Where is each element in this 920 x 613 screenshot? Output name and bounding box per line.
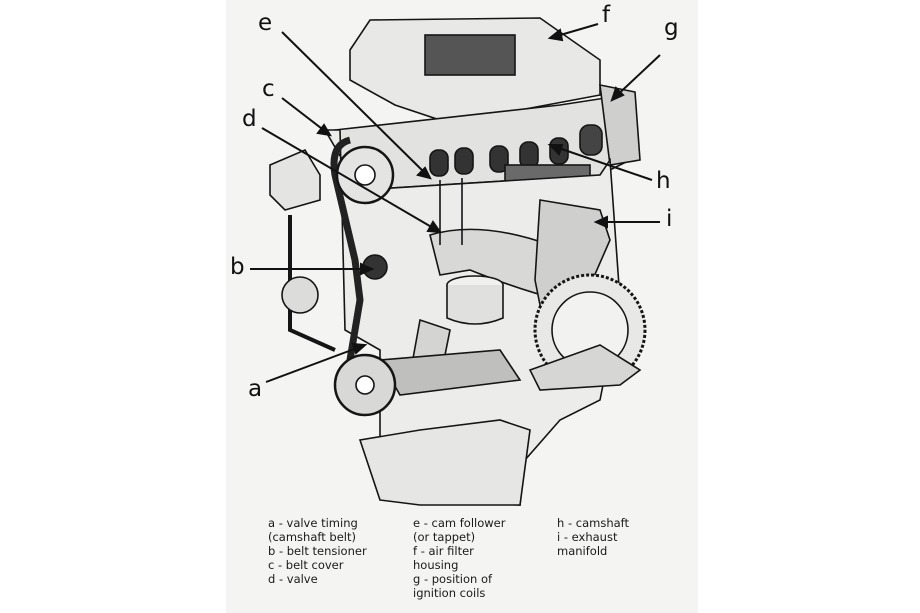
intake-grille [424, 34, 516, 76]
legend-line: d - valve [268, 572, 318, 586]
legend-column-3: h - camshaft i - exhaust manifold [557, 516, 629, 558]
legend-line: i - exhaust [557, 530, 618, 544]
legend-line: housing [413, 558, 459, 572]
legend-line: (or tappet) [413, 530, 476, 544]
oil-sump [358, 419, 531, 506]
label-f: f [602, 2, 611, 28]
legend-line: g - position of [413, 572, 493, 586]
label-h: h [656, 168, 671, 194]
label-a: a [248, 376, 263, 402]
label-g: g [664, 15, 679, 41]
accessory-belt [288, 215, 336, 352]
label-b: b [230, 254, 245, 280]
label-e: e [258, 10, 273, 36]
engine-mount-bracket [528, 344, 642, 391]
leader-e [281, 31, 431, 179]
leader-d [261, 127, 441, 233]
legend-line: ignition coils [413, 586, 486, 600]
legend-line: manifold [557, 544, 608, 558]
label-d: d [242, 106, 257, 132]
label-c: c [262, 76, 275, 102]
legend-line: c - belt cover [268, 558, 344, 572]
leader-h [549, 144, 653, 181]
alternator [269, 148, 321, 211]
legend-line: a - valve timing [268, 516, 358, 530]
legend-column-2: e - cam follower (or tappet) f - air fil… [413, 516, 505, 600]
leader-a [265, 344, 366, 383]
legend-line: e - cam follower [413, 516, 506, 530]
legend-line: (camshaft belt) [268, 530, 356, 544]
legend-line: b - belt tensioner [268, 544, 367, 558]
accessory-pulley [281, 276, 319, 314]
camshaft-lobes [429, 124, 603, 177]
label-i: i [666, 206, 673, 232]
legend-line: h - camshaft [557, 516, 630, 530]
legend-line: f - air filter [413, 544, 474, 558]
legend-column-1: a - valve timing (camshaft belt) b - bel… [268, 516, 367, 586]
piston-body [446, 285, 504, 325]
